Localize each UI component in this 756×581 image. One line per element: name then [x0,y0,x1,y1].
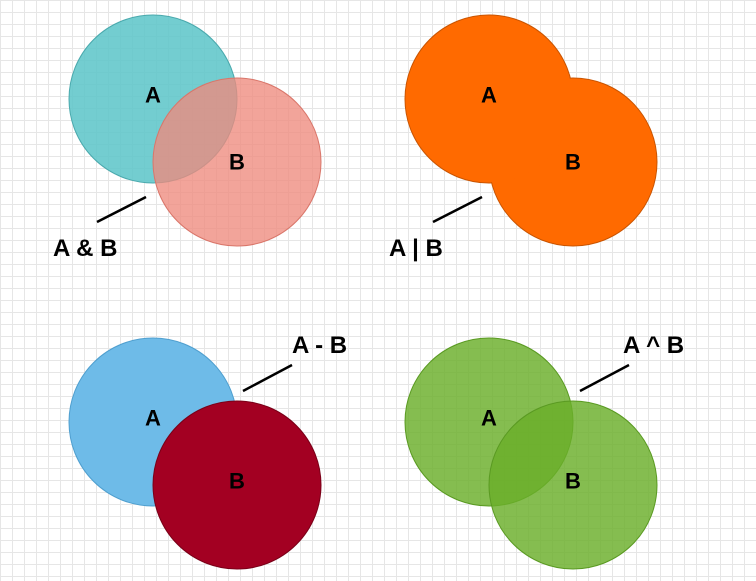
pointer-line-difference [242,363,293,393]
pointer-line-and [96,195,147,224]
circle-b-xor [488,400,658,570]
set-label-b-or: B [565,150,581,175]
set-label-a-difference: A [145,406,161,431]
op-label-xor: A ^ B [623,332,684,359]
circle-b-difference [152,400,322,570]
circle-b-and [152,77,322,247]
op-label-or: A | B [389,235,443,262]
op-label-and: A & B [53,235,117,262]
op-label-difference: A - B [292,332,347,359]
set-label-b-difference: B [229,469,245,494]
pointer-line-or [432,195,483,224]
set-label-a-or: A [481,83,497,108]
set-label-a-xor: A [481,406,497,431]
diagram-xor: A B A ^ B [404,332,684,570]
union-cover-a [405,15,573,183]
diagram-and: A B A & B [53,14,322,262]
diagram-or: A B A | B [389,14,658,262]
set-label-a-and: A [145,83,161,108]
diagram-difference: A B A - B [68,332,347,570]
set-label-b-and: B [229,150,245,175]
set-label-b-xor: B [565,469,581,494]
pointer-line-xor [579,363,630,393]
